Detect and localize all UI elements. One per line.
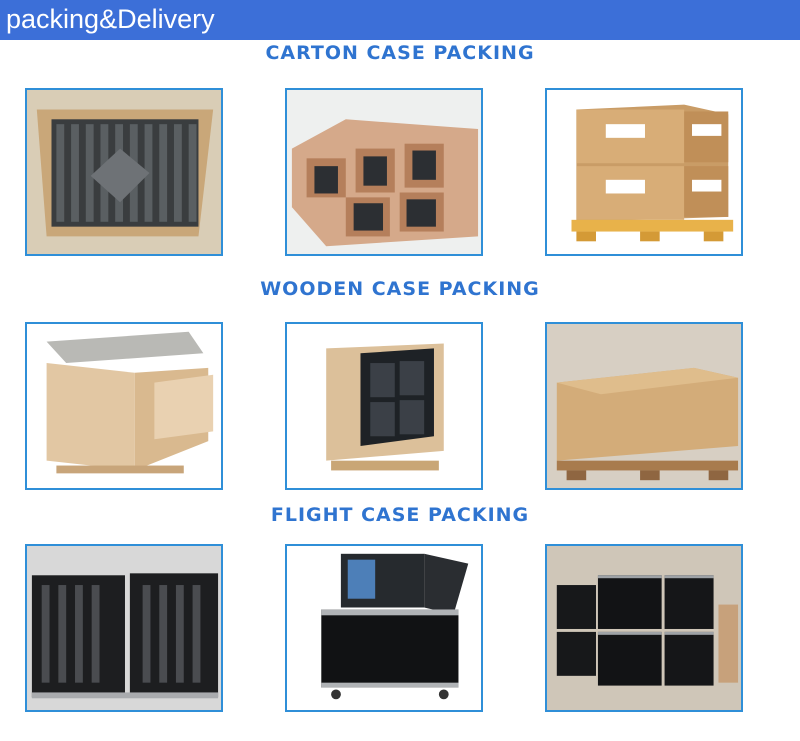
section-title-wooden: WOODEN CASE PACKING: [260, 278, 540, 300]
carton-boxes-with-modules-photo: [285, 88, 483, 256]
section-title-carton: CARTON CASE PACKING: [265, 42, 535, 64]
page-title: packing&Delivery: [6, 4, 215, 34]
carton-open-modules-photo: [25, 88, 223, 256]
wooden-crate-with-cabinet-photo: [285, 322, 483, 490]
section-title-flight: FLIGHT CASE PACKING: [270, 504, 530, 526]
flight-case-open-cabinet-photo: [285, 544, 483, 712]
header-bar: packing&Delivery: [0, 0, 800, 40]
wooden-crate-closed-photo: [545, 322, 743, 490]
carton-boxes-on-pallet-photo: [545, 88, 743, 256]
wooden-crate-open-photo: [25, 322, 223, 490]
flight-cases-stacked-warehouse-photo: [545, 544, 743, 712]
flight-case-dividers-photo: [25, 544, 223, 712]
